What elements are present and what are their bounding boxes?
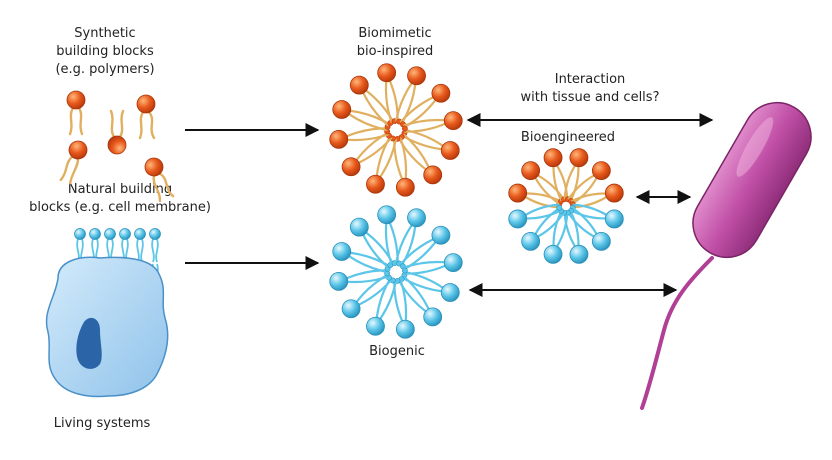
micelle-molecule	[349, 217, 394, 269]
micelle-molecule	[521, 207, 565, 251]
biomimetic-label-line1: Biomimetic	[358, 26, 431, 41]
bacterium-body	[692, 101, 812, 259]
biogenic-micelle	[329, 205, 463, 339]
micelle-molecule	[401, 253, 463, 275]
synthetic-label-line2: building blocks	[56, 44, 154, 59]
micelle-molecule	[329, 269, 391, 291]
bioengineered-micelle	[508, 148, 624, 264]
lipid-molecule-icon	[107, 109, 127, 155]
bacterium-icon	[640, 101, 812, 410]
bioengineered-label: Bioengineered	[521, 130, 615, 145]
lipid-molecule-icon	[144, 157, 175, 203]
interaction-label-line2: with tissue and cells?	[521, 90, 660, 105]
micelle-molecule	[543, 209, 569, 264]
natural-label-line1: Natural building	[68, 182, 172, 197]
micelle-molecule	[341, 274, 393, 319]
micelle-molecule	[508, 203, 563, 229]
natural-label-line2: blocks (e.g. cell membrane)	[29, 200, 211, 215]
micelle-molecule	[332, 242, 391, 273]
bacterium-flagellum	[640, 256, 714, 410]
micelle-molecule	[401, 111, 463, 133]
interaction-label-line1: Interaction	[555, 72, 626, 87]
lipid-molecule-icon	[136, 94, 156, 140]
biomimetic-label-line2: bio-inspired	[357, 44, 434, 59]
synthetic-label-line1: Synthetic	[74, 26, 135, 41]
bacterium-highlight	[736, 117, 774, 177]
micelle-molecule	[567, 207, 611, 251]
cell-icon	[45, 256, 169, 398]
synthetic-monomers	[59, 90, 175, 203]
micelle-molecule	[395, 208, 426, 267]
biomimetic-micelle	[329, 63, 463, 197]
biogenic-label: Biogenic	[369, 344, 425, 359]
lipid-molecule-icon	[59, 140, 88, 185]
micelle-molecule	[569, 183, 624, 209]
cell-nucleus	[76, 317, 102, 369]
cell-body	[45, 256, 169, 398]
synthetic-label-line3: (e.g. polymers)	[55, 62, 154, 77]
lipid-molecule-icon	[66, 90, 86, 136]
living-systems-label: Living systems	[54, 416, 151, 431]
